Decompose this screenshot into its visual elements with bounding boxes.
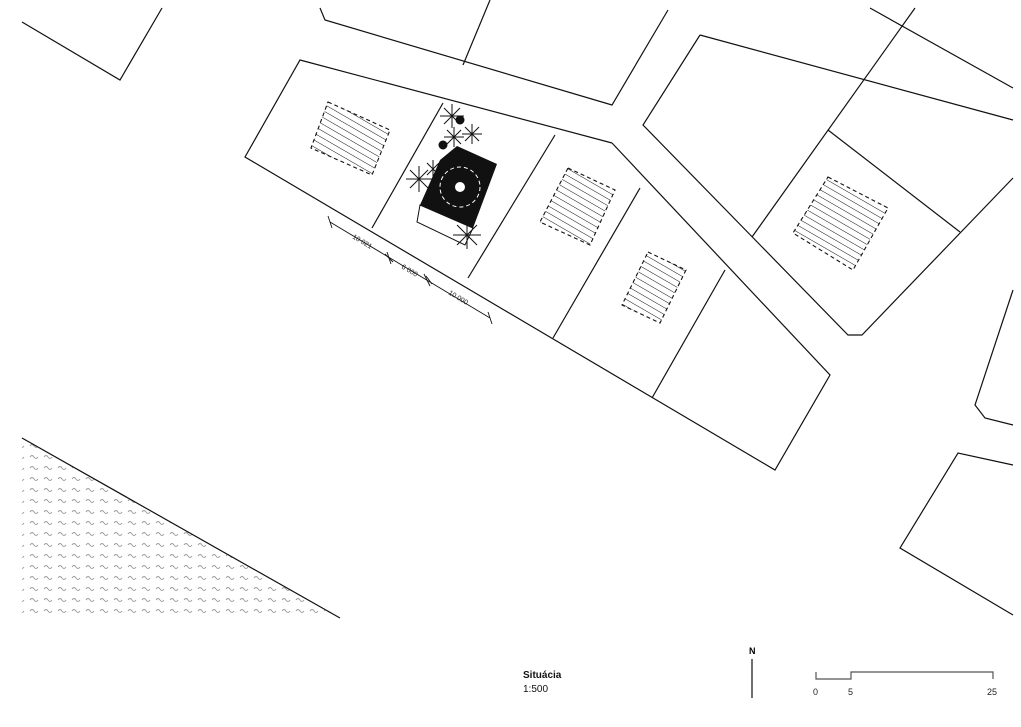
- tree-icon: [406, 166, 432, 192]
- parcel-lines: [21, 0, 1014, 616]
- drawing-title: Situácia: [523, 670, 562, 681]
- drawing-scale: 1:500: [523, 684, 549, 695]
- dimension-label: 10 000: [447, 290, 469, 307]
- tree-icon: [440, 104, 464, 128]
- scale-label-25: 25: [987, 687, 998, 697]
- dimension-label: 6 000: [400, 264, 419, 279]
- tree-icon: [426, 160, 440, 178]
- scale-label-0: 0: [813, 687, 819, 697]
- tree-icon: [453, 221, 481, 249]
- scale-bar: [815, 671, 994, 680]
- dimension-line: [327, 215, 493, 325]
- tree-icon: [462, 124, 482, 144]
- proposed-building: [416, 146, 497, 246]
- water-area: [21, 437, 341, 619]
- tree-icon: [444, 127, 464, 147]
- existing-buildings: [310, 101, 889, 324]
- dimension-label: 10 021: [351, 234, 373, 251]
- trees: [406, 104, 482, 249]
- scale-label-5: 5: [848, 687, 854, 697]
- north-label: N: [749, 646, 756, 656]
